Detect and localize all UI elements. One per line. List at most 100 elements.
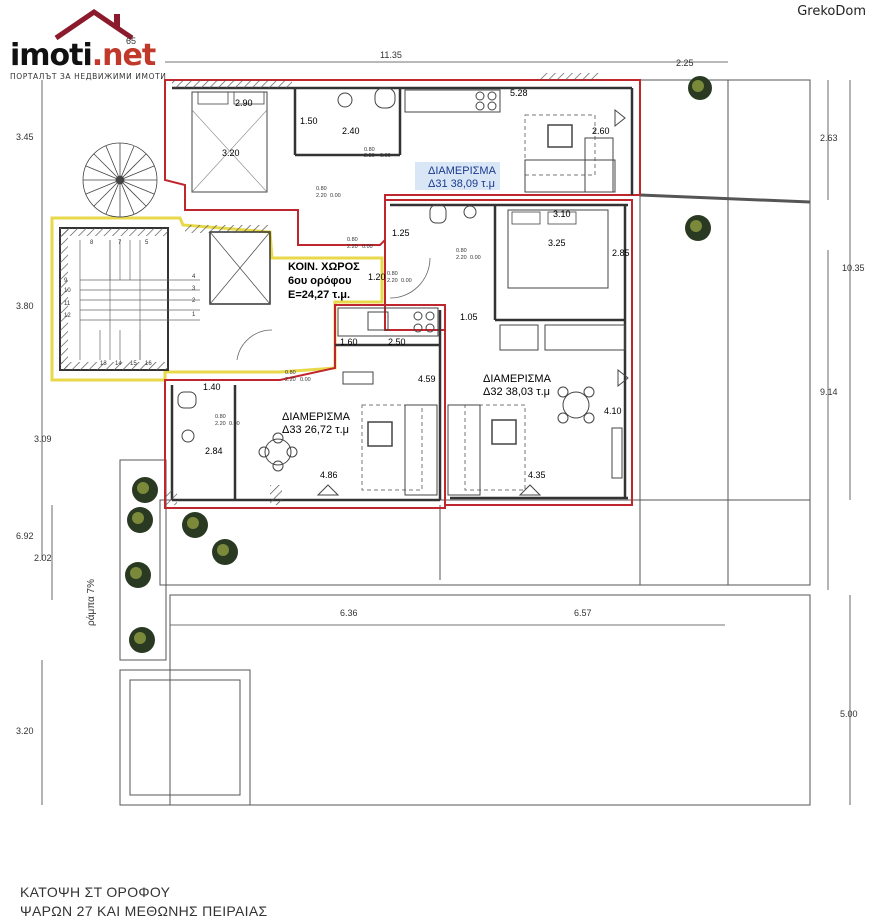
- ramp-label: ράμπα 7%: [85, 579, 97, 626]
- apartment-33: 1.60 2.50 1.40 2.84 4.59 4.86 ΔΙΑΜΕΡΙΣΜΑ…: [164, 304, 446, 509]
- logo-superscript: 65: [126, 36, 137, 46]
- door-tag: 2.20: [285, 377, 296, 383]
- stair-number: 11: [64, 301, 71, 307]
- door-tag: 2.20: [347, 244, 358, 250]
- stair-number: 1: [192, 312, 196, 318]
- apartment-32-area: Δ32 38,03 τ.μ: [483, 386, 550, 398]
- dim-label: 6.92: [16, 531, 34, 541]
- dim-label: 2.84: [205, 446, 223, 456]
- dim-label: 1.50: [300, 116, 318, 126]
- apartment-33-title: ΔΙΑΜΕΡΙΣΜΑ: [282, 411, 351, 423]
- door-tag: 0.00: [470, 255, 481, 261]
- logo-wordmark: imoti.net: [10, 38, 156, 73]
- dim-label: 10.35: [842, 263, 865, 273]
- door-tag: 0.80: [456, 248, 467, 254]
- dim-label: 1.25: [392, 228, 410, 238]
- common-area-title: ΚΟΙΝ. ΧΩΡΟΣ: [288, 261, 360, 273]
- stair-number: 7: [118, 240, 122, 246]
- stair-number: 4: [192, 274, 196, 280]
- dim-label: 2.50: [388, 337, 406, 347]
- door-tag: 0.80: [285, 370, 296, 376]
- dim-label: 2.02: [34, 553, 52, 563]
- dimension-lines: [41, 61, 851, 805]
- dim-label: 5.28: [510, 88, 528, 98]
- door-tag: 0.00: [380, 153, 391, 159]
- apartment-32: 1.25 3.10 3.25 2.85 1.05 4.10 4.35 ΔΙΑΜΕ…: [384, 199, 633, 506]
- dimension-labels: 11.35 2.25 3.45 3.80 3.09 6.92 2.02 3.20…: [16, 50, 865, 736]
- roof-icon: [54, 8, 134, 41]
- door-tag: 0.00: [300, 377, 311, 383]
- dim-label: 3.80: [16, 301, 34, 311]
- stair-number: 12: [64, 313, 71, 319]
- door-tag: 2.20: [364, 153, 375, 159]
- apartment-32-title: ΔΙΑΜΕΡΙΣΜΑ: [483, 373, 552, 385]
- door-tag: 0.00: [401, 278, 412, 284]
- dim-label: 4.86: [320, 470, 338, 480]
- dim-label: 6.36: [340, 608, 358, 618]
- door-tag: 2.20: [215, 421, 226, 427]
- dim-label: 3.20: [222, 148, 240, 158]
- dim-label: 3.09: [34, 434, 52, 444]
- stair-number: 14: [115, 361, 122, 367]
- dim-label: 2.63: [820, 133, 838, 143]
- door-tag: 0.00: [330, 193, 341, 199]
- dim-label: 3.25: [548, 238, 566, 248]
- door-tag: 0.80: [364, 147, 375, 153]
- dim-label: 3.20: [16, 726, 34, 736]
- door-tag: 0.80: [215, 414, 226, 420]
- dim-label: 2.60: [592, 126, 610, 136]
- spiral-stair: [82, 142, 158, 218]
- stair-number: 16: [145, 361, 152, 367]
- dim-label: 11.35: [380, 50, 402, 60]
- door-tags: 0.80 2.20 0.00 0.80 2.20 0.00 0.80 2.20 …: [215, 147, 481, 427]
- dim-label: 4.10: [604, 406, 622, 416]
- plan-title: ΚΑΤΟΨΗ ΣΤ ΟΡΟΦΟΥ: [20, 884, 171, 900]
- tree-icons: [125, 76, 712, 653]
- dim-label: 2.85: [612, 248, 630, 258]
- common-area-size: Ε=24,27 τ.μ.: [288, 289, 350, 301]
- door-tag: 2.20: [316, 193, 327, 199]
- staircase: 8 7 5 9 10 11 12 4 3 2 1 13 14 15 16: [50, 216, 384, 382]
- door-tag: 0.00: [229, 421, 240, 427]
- apartment-31: 2.90 3.20 1.50 2.40 5.28 2.60 ΔΙΑΜΕΡΙΣΜΑ…: [164, 73, 641, 246]
- door-tag: 0.80: [316, 186, 327, 192]
- apartment-31-area: Δ31 38,09 τ.μ: [428, 178, 495, 190]
- stair-number: 3: [192, 286, 196, 292]
- stair-number: 15: [130, 361, 137, 367]
- dim-label: 5.00: [840, 709, 858, 719]
- door-tag: 2.20: [456, 255, 467, 261]
- dim-label: 1.20: [368, 272, 386, 282]
- stair-number: 8: [90, 240, 94, 246]
- plan-address: ΨΑΡΩΝ 27 ΚΑΙ ΜΕΘΩΝΗΣ ΠΕΙΡΑΙΑΣ: [20, 903, 268, 919]
- dim-label: 1.60: [340, 337, 358, 347]
- apartment-31-title: ΔΙΑΜΕΡΙΣΜΑ: [428, 165, 497, 177]
- dim-label: 2.90: [235, 98, 253, 108]
- logo-dot-text: .net: [91, 38, 156, 73]
- door-tag: 0.80: [347, 237, 358, 243]
- dim-label: 1.40: [203, 382, 221, 392]
- watermark: GrekoDom: [797, 4, 866, 19]
- logo-tagline: ПОРТАЛЪТ ЗА НЕДВИЖИМИ ИМОТИ: [10, 72, 167, 81]
- stair-number: 9: [64, 278, 68, 284]
- common-area-floor: 6ου ορόφου: [288, 275, 352, 287]
- terraces: [119, 79, 811, 806]
- dim-label: 3.45: [16, 132, 34, 142]
- stair-number: 5: [145, 240, 149, 246]
- dim-label: 4.59: [418, 374, 436, 384]
- dim-label: 6.57: [574, 608, 592, 618]
- door-tag: 0.00: [362, 244, 373, 250]
- dim-label: 2.40: [342, 126, 360, 136]
- dim-label: 3.10: [553, 209, 571, 219]
- imoti-logo: imoti.net 65 ПОРТАЛЪТ ЗА НЕДВИЖИМИ ИМОТИ: [8, 8, 168, 86]
- stair-number: 2: [192, 298, 196, 304]
- logo-main-text: imoti: [10, 38, 93, 73]
- dim-label: 2.25: [676, 58, 694, 68]
- door-tag: 2.20: [387, 278, 398, 284]
- door-tag: 0.80: [387, 271, 398, 277]
- dim-label: 9.14: [820, 387, 838, 397]
- dim-label: 1.05: [460, 312, 478, 322]
- common-area: ΚΟΙΝ. ΧΩΡΟΣ 6ου ορόφου Ε=24,27 τ.μ. 1.20: [236, 257, 431, 361]
- dim-label: 4.35: [528, 470, 546, 480]
- stair-number: 13: [100, 361, 107, 367]
